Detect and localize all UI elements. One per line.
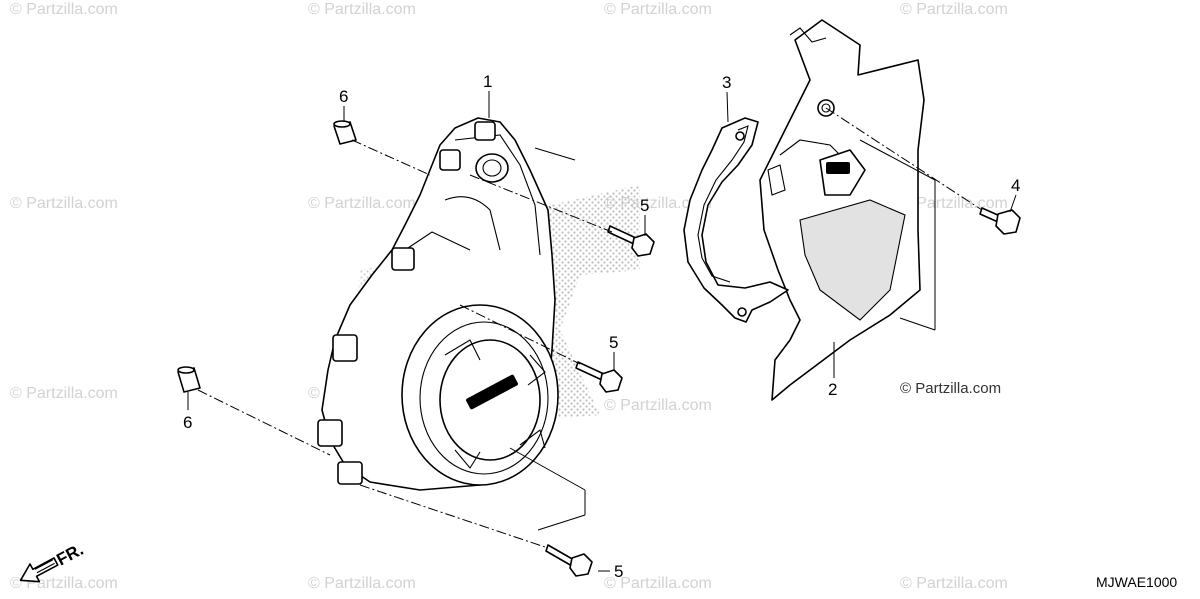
watermark-text: © Partzilla.com <box>900 1 1008 18</box>
callouts: 1 2 3 4 5 5 5 6 6 <box>183 72 1020 581</box>
watermark-text: © Partzilla.com <box>10 385 118 402</box>
dowel-pin-upper[interactable] <box>333 120 357 145</box>
front-arrow-icon <box>19 557 59 583</box>
callout-1: 1 <box>483 72 492 91</box>
watermark-text: © Partzilla.com <box>604 397 712 414</box>
watermark-text: © Partzilla.com <box>10 1 118 18</box>
bolt-4[interactable] <box>979 207 1021 235</box>
watermark-text: © Partzilla.com <box>308 1 416 18</box>
watermark-text: © Partzilla.com <box>308 195 416 212</box>
bolt-5-lower[interactable] <box>545 544 593 577</box>
callout-5-upper: 5 <box>640 196 649 215</box>
watermark-text: © Partzilla.com <box>10 195 118 212</box>
diagram-code: MJWAE1000 <box>1096 574 1177 590</box>
copyright-label: © Partzilla.com <box>900 380 1001 397</box>
callout-6-upper: 6 <box>339 87 348 106</box>
watermark-text: © Partzilla.com <box>308 575 416 592</box>
drive-sprocket-cover[interactable] <box>759 19 925 401</box>
callout-5-lower: 5 <box>614 562 623 581</box>
watermark-text: © Partzilla.com <box>900 195 1008 212</box>
left-crankcase-cover[interactable] <box>317 117 559 491</box>
callout-4: 4 <box>1011 176 1020 195</box>
callout-2: 2 <box>828 380 837 399</box>
dowel-pin-lower[interactable] <box>177 366 201 393</box>
callout-5-middle: 5 <box>609 333 618 352</box>
bolt-5-upper[interactable] <box>607 225 655 257</box>
watermark-text: © Partzilla.com <box>900 575 1008 592</box>
sprocket-cover-plate[interactable] <box>683 117 789 323</box>
watermark-text: © Partzilla.com <box>604 1 712 18</box>
callout-3: 3 <box>722 73 731 92</box>
callout-6-lower: 6 <box>183 413 192 432</box>
watermark-text: © Partzilla.com <box>604 575 712 592</box>
bolt-5-middle[interactable] <box>575 361 623 393</box>
leader-lines <box>187 91 1017 572</box>
